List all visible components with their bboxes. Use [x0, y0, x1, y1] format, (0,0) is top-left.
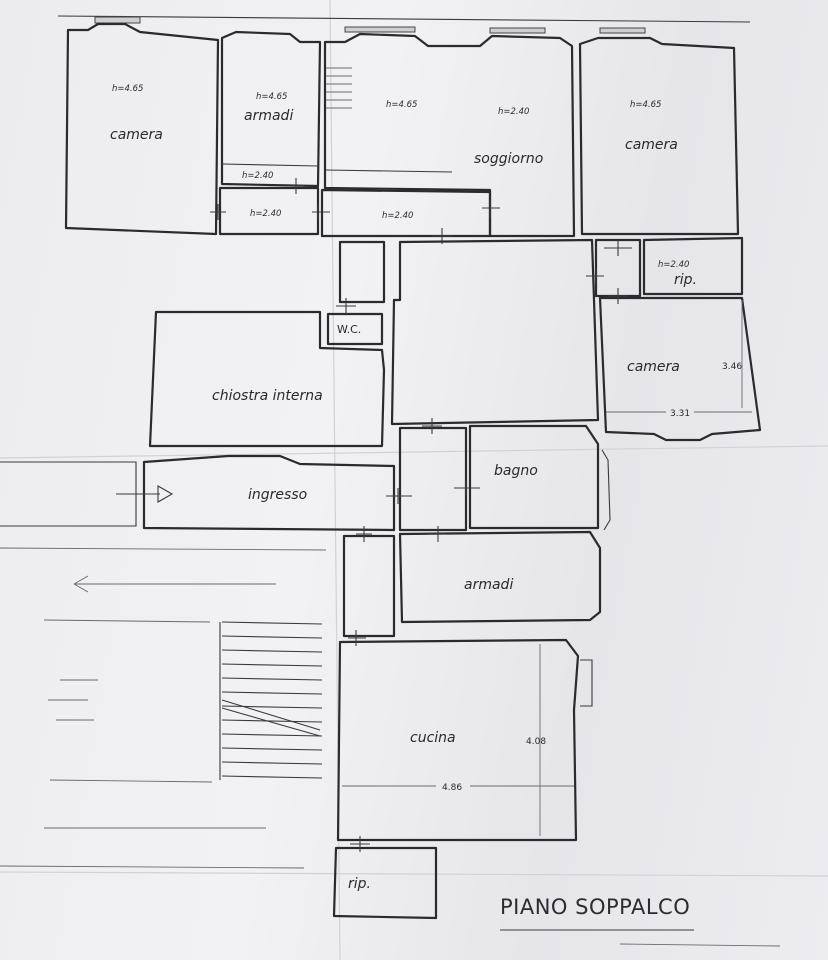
- room-label-ingresso: ingresso: [248, 487, 307, 503]
- facade-top: [57, 15, 751, 34]
- dimension-cucina-width: 4.86: [442, 783, 462, 793]
- room-label-camera-e: camera: [627, 359, 680, 375]
- height-note: h=2.40: [242, 171, 273, 181]
- room-label-camera-ne: camera: [625, 137, 678, 153]
- room-label-rip-top: rip.: [674, 272, 697, 288]
- height-note: h=4.65: [386, 100, 417, 110]
- room-label-rip-bottom: rip.: [348, 876, 371, 892]
- room-labels: camera armadi soggiorno camera W.C. rip.…: [110, 108, 697, 892]
- height-note: h=4.65: [256, 92, 287, 102]
- room-label-cucina: cucina: [410, 730, 456, 746]
- dimension-camera-width: 3.31: [670, 409, 690, 419]
- height-notes: h=4.65 h=4.65 h=4.65 h=2.40 h=4.65 h=2.4…: [112, 84, 689, 270]
- room-label-soggiorno: soggiorno: [474, 151, 543, 167]
- room-label-armadi-mid: armadi: [464, 577, 513, 593]
- height-note: h=2.40: [498, 107, 529, 117]
- height-note: h=2.40: [382, 211, 413, 221]
- room-label-chiostra: chiostra interna: [212, 388, 323, 404]
- dimension-labels: 3.46 3.31 4.08 4.86: [442, 362, 742, 793]
- dimension-lines: [342, 300, 752, 836]
- height-note: h=2.40: [658, 260, 689, 270]
- room-label-camera-nw: camera: [110, 127, 163, 143]
- plan-title: PIANO SOPPALCO: [500, 895, 690, 919]
- staircase: [219, 67, 352, 780]
- dimension-camera-height: 3.46: [722, 362, 742, 372]
- walls: [0, 22, 762, 920]
- height-note: h=2.40: [250, 209, 281, 219]
- height-note: h=4.65: [630, 100, 661, 110]
- dimension-cucina-height: 4.08: [526, 737, 546, 747]
- background-lines: [0, 547, 781, 947]
- height-note: h=4.65: [112, 84, 143, 94]
- room-label-wc: W.C.: [337, 323, 361, 336]
- room-label-bagno: bagno: [494, 463, 538, 479]
- room-label-armadi-top: armadi: [244, 108, 293, 124]
- door-marks: [116, 178, 632, 852]
